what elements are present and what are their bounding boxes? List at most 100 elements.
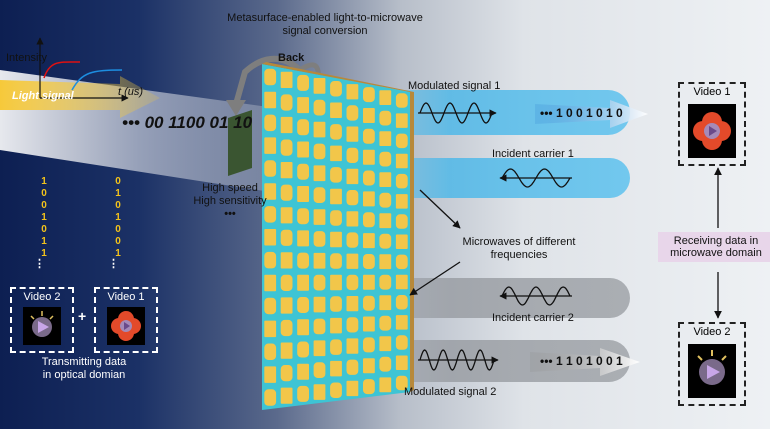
unit-cell bbox=[264, 251, 277, 269]
bit-7: 1 bbox=[115, 248, 121, 259]
video-2-thumbnail bbox=[23, 307, 61, 345]
optical-bits: ••• 00 1100 01 10 bbox=[122, 113, 253, 132]
unit-cell bbox=[330, 167, 342, 183]
unit-cell bbox=[330, 339, 342, 355]
unit-cell bbox=[297, 297, 309, 313]
unit-cell bbox=[379, 377, 392, 393]
modulated-signal-1-label: Modulated signal 1 bbox=[408, 80, 501, 92]
video-2-received-box: Video 2 bbox=[678, 322, 746, 406]
unit-cell bbox=[297, 163, 309, 180]
unit-cell bbox=[330, 274, 342, 291]
unit-cell bbox=[395, 335, 408, 350]
unit-cell bbox=[297, 230, 309, 247]
unit-cell bbox=[280, 342, 293, 359]
unit-cell bbox=[330, 317, 342, 334]
unit-cell bbox=[379, 295, 392, 311]
unit-cell bbox=[264, 183, 277, 200]
unit-cell bbox=[363, 170, 375, 186]
unit-cell bbox=[313, 340, 326, 357]
figure-title: Metasurface-enabled light-to-microwave s… bbox=[227, 12, 423, 37]
unit-cell bbox=[379, 213, 392, 229]
unit-cell bbox=[313, 362, 326, 378]
wave-incident-2 bbox=[499, 286, 572, 306]
unit-cell bbox=[346, 147, 359, 163]
unit-cell bbox=[297, 341, 309, 358]
unit-cell bbox=[264, 114, 277, 132]
light-signal-label: Light signal bbox=[12, 90, 74, 102]
bit-6: 1 bbox=[41, 236, 47, 247]
unit-cell bbox=[379, 131, 392, 146]
unit-cell bbox=[363, 337, 375, 353]
time-label: t (us) bbox=[118, 86, 144, 98]
unit-cell bbox=[280, 274, 293, 291]
bit-6: 0 bbox=[115, 236, 121, 247]
unit-cell bbox=[313, 99, 326, 116]
bit-2: 0 bbox=[41, 188, 47, 199]
bit-1: 0 bbox=[115, 176, 121, 187]
bitstream-1: ••• 1 0 0 1 0 1 0 bbox=[540, 106, 623, 120]
unit-cell bbox=[313, 165, 326, 182]
intensity-plot bbox=[36, 37, 129, 102]
back-label: Back bbox=[278, 52, 305, 64]
unit-cell bbox=[297, 252, 309, 269]
unit-cell bbox=[346, 380, 359, 397]
unit-cell bbox=[346, 338, 359, 354]
unit-cell bbox=[280, 184, 293, 201]
bit-5: 0 bbox=[41, 224, 47, 235]
unit-cell bbox=[363, 295, 375, 311]
unit-cell bbox=[379, 151, 392, 167]
wave-modulated-2 bbox=[418, 349, 499, 371]
transmitting-label: Transmitting data in optical domian bbox=[41, 356, 127, 381]
unit-cell bbox=[313, 252, 326, 269]
unit-cell bbox=[280, 252, 293, 269]
unit-cell bbox=[379, 254, 392, 270]
unit-cell bbox=[313, 274, 326, 291]
unit-cell bbox=[264, 297, 277, 315]
unit-cell bbox=[280, 229, 293, 246]
bit-3: 0 bbox=[115, 200, 121, 211]
plus-sign: + bbox=[78, 308, 87, 324]
unit-cell bbox=[379, 192, 392, 208]
unit-cell bbox=[264, 389, 277, 406]
unit-cell bbox=[346, 296, 359, 312]
receiving-label: Receiving data in microwave domain bbox=[658, 232, 770, 262]
modulated-signal-2-label: Modulated signal 2 bbox=[404, 386, 497, 398]
unit-cell bbox=[264, 91, 277, 109]
unit-cell bbox=[346, 126, 359, 142]
unit-cell bbox=[346, 105, 359, 121]
unit-cell bbox=[264, 137, 277, 154]
unit-cell bbox=[395, 214, 408, 229]
unit-cell bbox=[363, 128, 375, 144]
unit-cell bbox=[297, 119, 309, 136]
unit-cell bbox=[280, 387, 293, 404]
unit-cell bbox=[280, 116, 293, 134]
unit-cell bbox=[280, 162, 293, 179]
unit-cell bbox=[379, 336, 392, 352]
unit-cell bbox=[363, 233, 375, 249]
unit-cell bbox=[330, 145, 342, 162]
unit-cell bbox=[379, 233, 392, 249]
unit-cell bbox=[313, 143, 326, 160]
unit-cell bbox=[346, 168, 359, 185]
incident-carrier-1-label: Incident carrier 1 bbox=[492, 148, 574, 160]
unit-cell bbox=[346, 253, 359, 269]
ellipsis-label: ••• bbox=[224, 208, 236, 220]
unit-cell bbox=[395, 254, 408, 270]
unit-cell bbox=[330, 81, 342, 97]
unit-cell bbox=[297, 186, 309, 202]
unit-cell bbox=[280, 207, 293, 224]
unit-cell bbox=[363, 316, 375, 332]
unit-cell bbox=[297, 74, 309, 91]
unit-cell bbox=[280, 365, 293, 382]
unit-cell bbox=[330, 296, 342, 312]
wave-modulated-1 bbox=[418, 102, 497, 124]
bit-4: 1 bbox=[115, 212, 121, 223]
output-arrow-2 bbox=[530, 348, 640, 376]
unit-cell bbox=[297, 97, 309, 114]
bit-2: 1 bbox=[115, 188, 121, 199]
intensity-label: Intensity bbox=[6, 52, 47, 64]
video-2-received-thumbnail bbox=[688, 344, 736, 398]
